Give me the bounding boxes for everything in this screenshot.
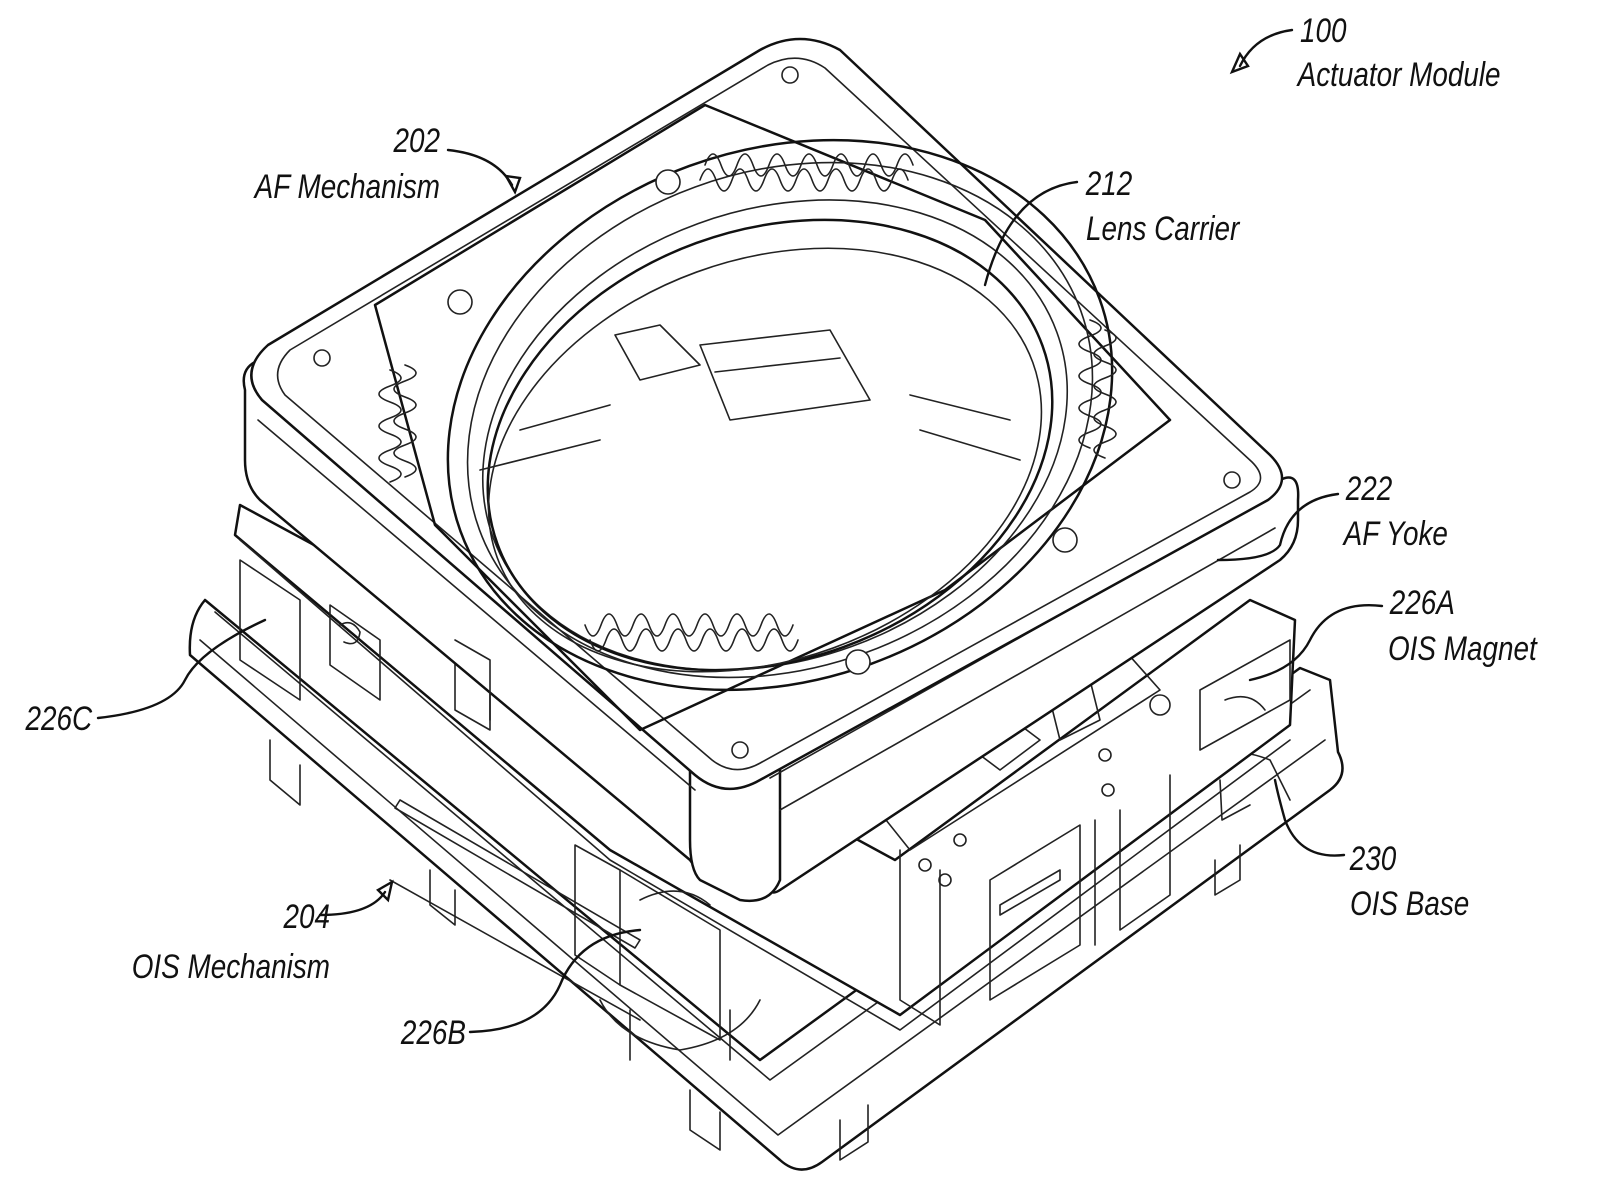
label-212-name: Lens Carrier <box>1086 209 1241 247</box>
label-100-name: Actuator Module <box>1296 55 1501 93</box>
af-mechanism-frame <box>250 37 1284 791</box>
lens-carrier <box>446 138 1114 692</box>
label-100-number: 100 <box>1300 11 1347 49</box>
label-226a-name: OIS Magnet <box>1388 629 1538 667</box>
label-222-name: AF Yoke <box>1342 514 1448 552</box>
af-springs <box>378 153 1117 675</box>
label-204-number: 204 <box>283 897 330 935</box>
label-230-name: OIS Base <box>1350 884 1469 922</box>
label-226b-number: 226B <box>400 1013 466 1051</box>
label-204-name: OIS Mechanism <box>132 947 330 985</box>
label-212-number: 212 <box>1085 164 1132 202</box>
label-202-name: AF Mechanism <box>253 167 440 205</box>
label-222-number: 222 <box>1345 469 1392 507</box>
label-226a-number: 226A <box>1389 583 1455 621</box>
label-226c-number: 226C <box>25 699 93 737</box>
label-202-number: 202 <box>393 121 440 159</box>
labels: 100 Actuator Module 202 AF Mechanism 212… <box>25 11 1538 1051</box>
label-230-number: 230 <box>1349 839 1397 877</box>
leader-lines <box>96 28 1384 1034</box>
